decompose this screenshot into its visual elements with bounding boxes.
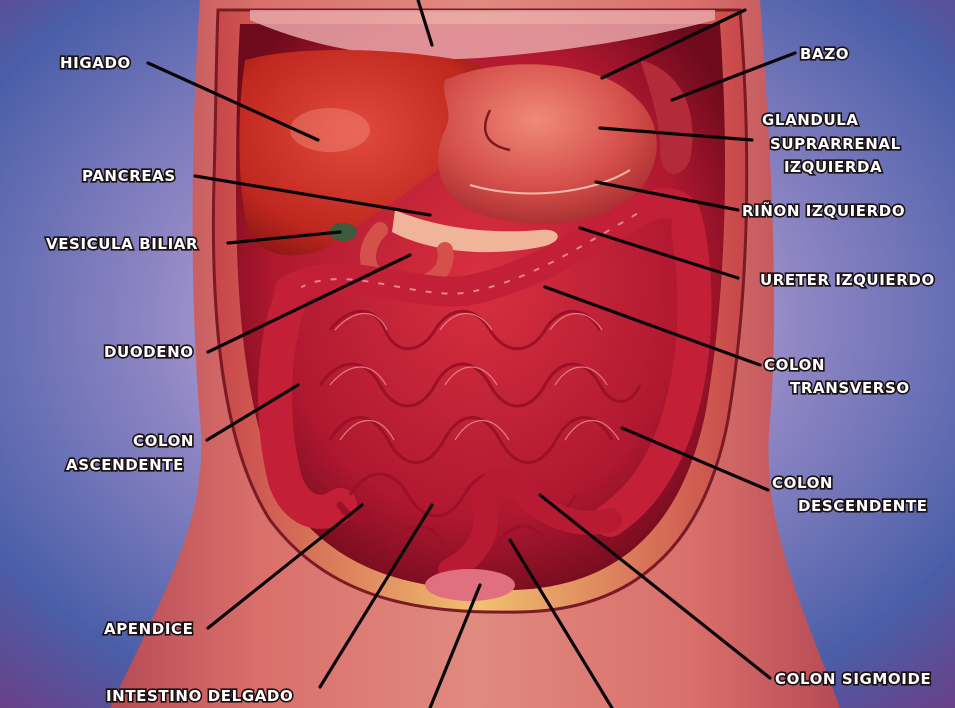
bladder	[425, 569, 515, 601]
label-glandula-1: GLANDULA	[762, 111, 859, 129]
label-colon-sigmoide: COLON SIGMOIDE	[775, 670, 931, 688]
label-ureter-izquierdo: URETER IZQUIERDO	[760, 271, 935, 289]
label-apendice: APENDICE	[104, 620, 194, 638]
label-glandula-3: IZQUIERDA	[784, 158, 882, 176]
label-glandula-2: SUPRARRENAL	[770, 135, 901, 153]
label-colon-descendente-2: DESCENDENTE	[798, 497, 928, 515]
label-colon-ascendente-1: COLON	[133, 432, 194, 450]
label-pancreas: PANCREAS	[82, 167, 176, 185]
label-colon-transverso-1: COLON	[764, 356, 825, 374]
label-vesicula-biliar: VESICULA BILIAR	[46, 235, 198, 253]
label-colon-transverso-2: TRANSVERSO	[790, 379, 910, 397]
label-intestino-delgado: INTESTINO DELGADO	[106, 687, 293, 705]
label-colon-descendente-1: COLON	[772, 474, 833, 492]
label-rinon-izquierdo: RIÑON IZQUIERDO	[742, 201, 905, 220]
label-bazo: BAZO	[800, 45, 849, 63]
liver-highlight	[290, 108, 370, 152]
label-colon-ascendente-2: ASCENDENTE	[66, 456, 184, 474]
label-higado: HIGADO	[60, 54, 131, 72]
label-duodeno: DUODENO	[104, 343, 194, 361]
